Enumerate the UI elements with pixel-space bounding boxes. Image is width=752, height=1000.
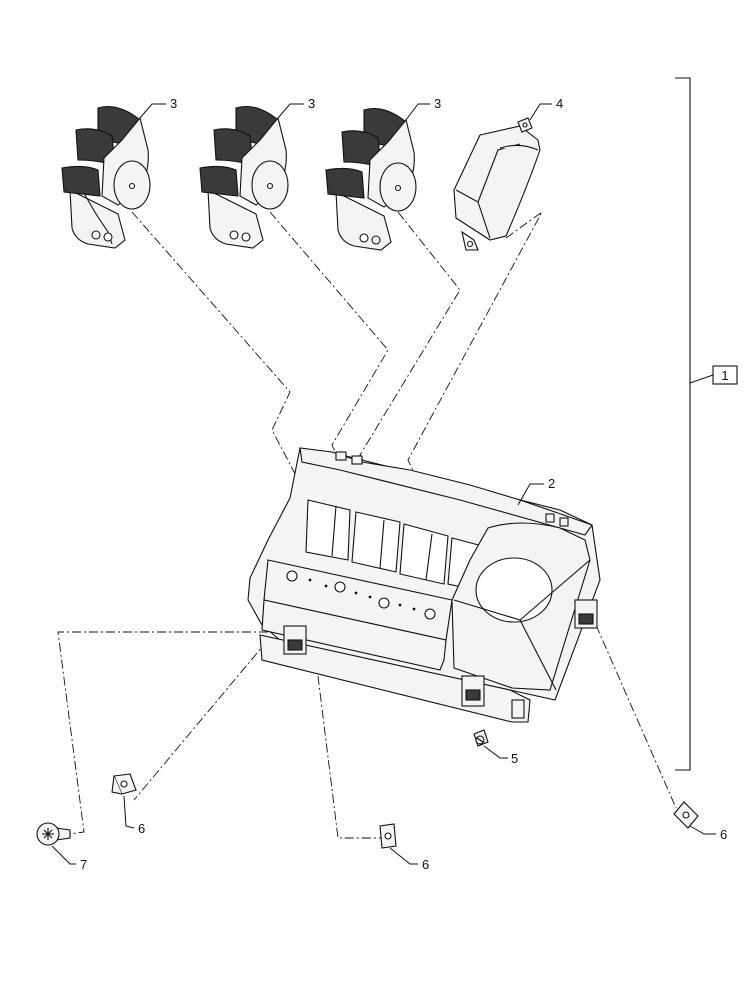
callout-group-5: 5 <box>483 745 518 766</box>
callout-5: 5 <box>511 751 518 766</box>
callout-6c: 6 <box>720 827 727 842</box>
assembly-bracket: 1 <box>675 77 738 771</box>
callout-group-6c: 6 <box>689 825 727 842</box>
lever-handle-3b[interactable] <box>199 105 289 249</box>
cover-plate-4[interactable] <box>453 117 541 251</box>
callout-group-3b: 3 <box>277 96 315 119</box>
callout-1: 1 <box>721 368 728 383</box>
callout-3b: 3 <box>308 96 315 111</box>
callout-group-4: 4 <box>529 96 563 121</box>
callout-group-6b: 6 <box>389 847 429 872</box>
clip-nut-6b[interactable] <box>379 823 397 849</box>
callout-6a: 6 <box>138 821 145 836</box>
console-housing-2[interactable] <box>247 447 601 723</box>
callout-7: 7 <box>80 857 87 872</box>
callout-3a: 3 <box>170 96 177 111</box>
callout-group-2: 2 <box>517 476 555 506</box>
callout-2: 2 <box>548 476 555 491</box>
callout-group-7: 7 <box>51 845 87 872</box>
callout-group-3c: 3 <box>405 96 441 121</box>
lever-handle-3c[interactable] <box>325 107 417 251</box>
clip-nut-6c[interactable] <box>673 801 699 829</box>
callout-group-3a: 3 <box>139 96 177 119</box>
callout-group-6a: 6 <box>123 795 145 836</box>
callout-6b: 6 <box>422 857 429 872</box>
screw-5[interactable] <box>473 729 489 747</box>
clip-nut-6a[interactable] <box>111 773 137 795</box>
lever-handle-3a[interactable] <box>61 105 151 249</box>
callout-3c: 3 <box>434 96 441 111</box>
torx-screw-7[interactable] <box>36 822 71 846</box>
callout-4: 4 <box>556 96 563 111</box>
